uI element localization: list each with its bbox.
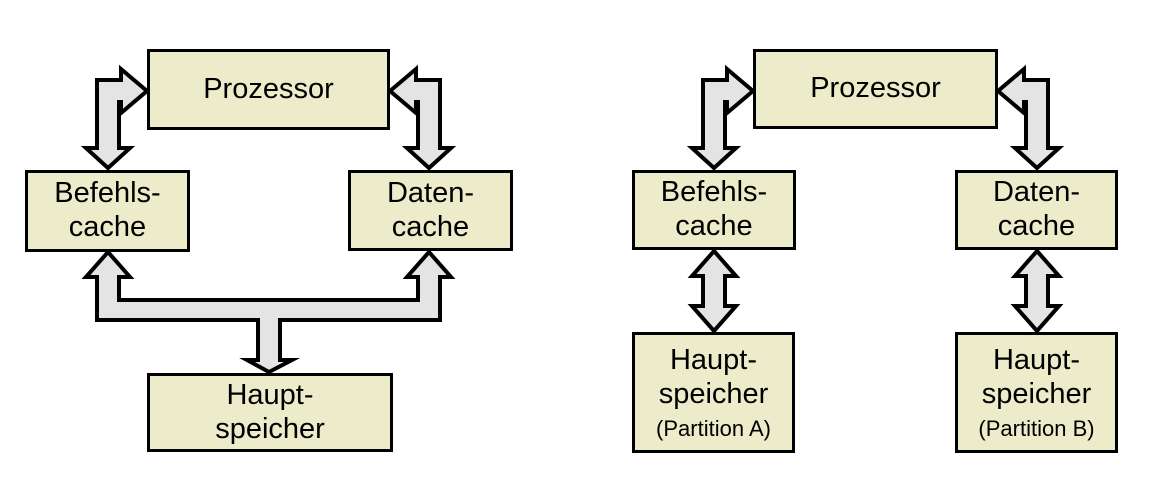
node-label: Daten- cache: [386, 176, 475, 243]
node-label: Befehls- cache: [54, 177, 161, 243]
node-prozessor-left: Prozessor: [147, 49, 390, 130]
arrow-befehlscache-partition-a: [687, 247, 741, 335]
node-label: Haupt- speicher: [981, 344, 1092, 410]
node-befehlscache-right: Befehls- cache: [632, 170, 796, 250]
node-label: Prozessor: [203, 72, 334, 105]
node-label: Prozessor: [810, 72, 941, 105]
node-label: Haupt- speicher: [215, 378, 325, 445]
arrow-prozessor-befehlscache-right: [686, 64, 757, 171]
partition-a-label: (Partition A): [656, 415, 771, 441]
arrow-prozessor-datencache-right: [994, 64, 1065, 171]
node-hauptspeicher-partition-a: Haupt- speicher (Partition A): [632, 332, 795, 453]
node-hauptspeicher-partition-b: Haupt- speicher (Partition B): [955, 332, 1118, 453]
node-hauptspeicher-left: Haupt- speicher: [147, 373, 393, 452]
node-label: Befehls- cache: [660, 176, 768, 242]
arrow-prozessor-datencache-left: [386, 64, 457, 171]
arrow-prozessor-befehlscache-left: [80, 64, 151, 171]
node-prozessor-right: Prozessor: [753, 49, 998, 129]
arrow-hauptspeicher-caches-branch: [81, 248, 456, 375]
arrow-datencache-partition-b: [1010, 247, 1064, 335]
node-befehlscache-left: Befehls- cache: [25, 170, 190, 252]
node-label: Haupt- speicher: [658, 344, 769, 410]
node-datencache-right: Daten- cache: [955, 170, 1118, 250]
partition-b-label: (Partition B): [978, 415, 1095, 441]
node-datencache-left: Daten- cache: [348, 170, 513, 251]
node-label: Daten- cache: [992, 176, 1081, 242]
